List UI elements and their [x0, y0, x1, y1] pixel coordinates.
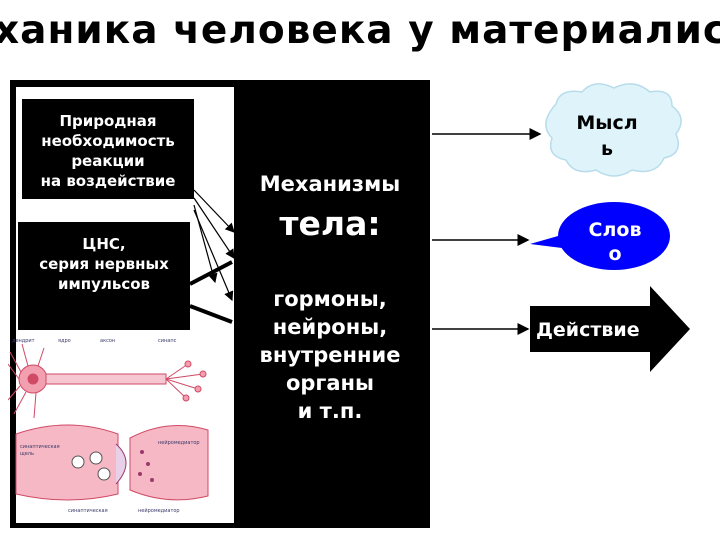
svg-text:нейромедиатор: нейромедиатор — [138, 507, 180, 514]
cns-arrows — [189, 260, 233, 324]
neuron-labels: дендрит ядро аксон синапс — [12, 338, 177, 344]
natural-necessity-box: Природная необходимость реакции на возде… — [22, 99, 194, 199]
action-label: Действие — [536, 319, 640, 341]
label-synapse-body: синаптическая — [20, 444, 60, 450]
speech-bubble-icon — [530, 202, 670, 270]
neuron-synapse-illustration: дендрит ядро аксон синапс синаптическая … — [8, 338, 209, 514]
page-title: ханика человека у материалист — [0, 8, 720, 53]
mechanisms-column: Механизмы тела: гормоны, нейроны, внутре… — [234, 87, 426, 523]
thought-cloud-icon — [545, 83, 682, 177]
label-synapse: синапс — [158, 338, 177, 344]
mechanisms-list: гормоны, нейроны, внутренние органы и т.… — [259, 287, 401, 423]
svg-text:синаптическая: синаптическая — [68, 508, 108, 514]
word-label: Слов о — [588, 219, 642, 265]
mechanisms-title: Механизмы — [259, 172, 401, 196]
thought-label: Мысл ь — [576, 112, 638, 160]
label-nucleus: ядро — [58, 338, 71, 344]
neuron-drawing — [8, 343, 207, 419]
cns-box: ЦНС, серия нервных импульсов — [18, 222, 190, 330]
label-dendrite: дендрит — [12, 338, 35, 344]
output-arrows — [432, 128, 542, 335]
action-arrow-icon — [530, 286, 690, 372]
svg-text:нейромедиатор: нейромедиатор — [158, 439, 200, 446]
synapse-drawing — [15, 424, 209, 501]
mechanisms-subtitle: тела: — [279, 204, 381, 243]
influence-arrows — [193, 189, 235, 302]
label-axon: аксон — [100, 338, 115, 344]
synapse-labels: синаптическая щель нейромедиатор синапти… — [20, 439, 200, 514]
svg-text:щель: щель — [20, 451, 34, 457]
